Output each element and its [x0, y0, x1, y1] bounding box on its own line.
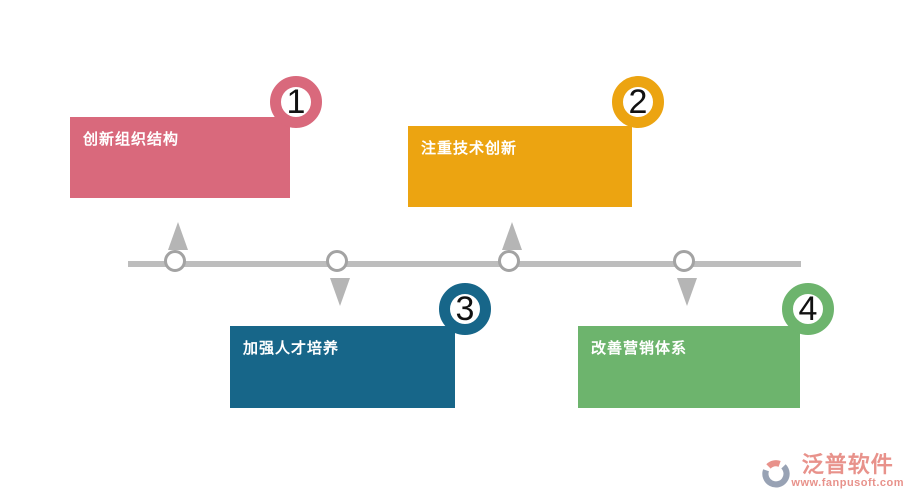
- arrow-down-icon: [330, 278, 350, 306]
- step-number: 1: [286, 83, 306, 121]
- timeline-node: [498, 250, 520, 272]
- step-label: 创新组织结构: [83, 131, 180, 148]
- arrow-down-icon: [677, 278, 697, 306]
- timeline-line: [128, 261, 801, 267]
- step-box-4: 改善营销体系: [578, 326, 800, 408]
- step-number: 3: [455, 290, 475, 328]
- step-label: 改善营销体系: [591, 340, 688, 357]
- watermark-brand: 泛普软件: [801, 452, 894, 477]
- fanpu-logo-icon: [762, 460, 791, 488]
- watermark: 泛普软件 www.fanpusoft.com: [761, 452, 904, 491]
- arrow-up-icon: [502, 222, 522, 250]
- step-number-badge-2: 2: [612, 76, 664, 128]
- timeline-node: [326, 250, 348, 272]
- step-number: 2: [628, 83, 648, 121]
- step-label: 加强人才培养: [243, 340, 340, 357]
- step-box-1: 创新组织结构: [70, 117, 290, 198]
- step-number-badge-3: 3: [439, 283, 491, 335]
- timeline-node: [673, 250, 695, 272]
- timeline-node: [164, 250, 186, 272]
- watermark-url: www.fanpusoft.com: [791, 477, 904, 490]
- arrow-up-icon: [168, 222, 188, 250]
- step-box-2: 注重技术创新: [408, 126, 632, 207]
- step-number: 4: [798, 290, 818, 328]
- step-number-badge-1: 1: [270, 76, 322, 128]
- step-box-3: 加强人才培养: [230, 326, 455, 408]
- step-label: 注重技术创新: [421, 140, 518, 157]
- step-number-badge-4: 4: [782, 283, 834, 335]
